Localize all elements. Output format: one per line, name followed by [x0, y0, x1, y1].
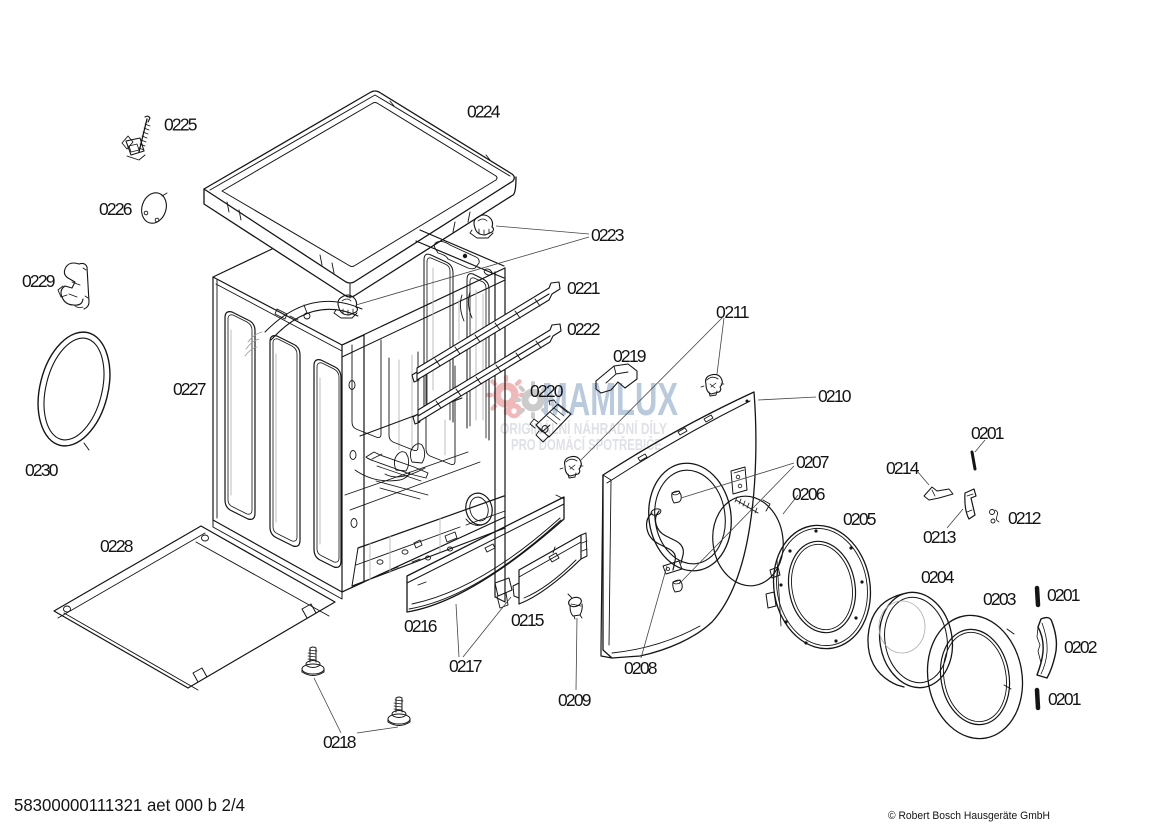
svg-text:PRO DOMÁCÍ SPOTŘEBIČE: PRO DOMÁCÍ SPOTŘEBIČE [511, 436, 662, 454]
svg-text:0224: 0224 [467, 102, 501, 122]
svg-text:0221: 0221 [567, 278, 601, 298]
svg-text:0219: 0219 [613, 346, 647, 366]
svg-text:0229: 0229 [22, 271, 56, 291]
svg-text:58300000111321 aet 000 b 2/4: 58300000111321 aet 000 b 2/4 [14, 795, 245, 815]
svg-text:0225: 0225 [164, 115, 198, 135]
svg-text:ORIGINÁLNÍ NÁHRADNÍ DÍLY: ORIGINÁLNÍ NÁHRADNÍ DÍLY [500, 421, 668, 438]
svg-text:0211: 0211 [716, 302, 750, 322]
svg-text:0207: 0207 [796, 452, 830, 472]
svg-text:0213: 0213 [923, 527, 957, 547]
svg-text:MAMLUX: MAMLUX [542, 373, 678, 425]
svg-text:0201: 0201 [971, 423, 1005, 443]
svg-text:0218: 0218 [323, 732, 357, 752]
svg-text:0217: 0217 [449, 656, 483, 676]
svg-text:0206: 0206 [792, 484, 826, 504]
svg-text:0220: 0220 [530, 381, 564, 401]
svg-text:0204: 0204 [921, 567, 955, 587]
svg-text:0226: 0226 [99, 199, 133, 219]
svg-text:0227: 0227 [173, 379, 207, 399]
svg-text:0202: 0202 [1064, 637, 1098, 657]
svg-text:0209: 0209 [558, 690, 592, 710]
svg-text:0208: 0208 [624, 658, 658, 678]
svg-text:© Robert Bosch Hausgeräte GmbH: © Robert Bosch Hausgeräte GmbH [888, 810, 1050, 822]
svg-text:0223: 0223 [591, 225, 625, 245]
svg-text:0230: 0230 [25, 460, 59, 480]
svg-text:0212: 0212 [1008, 508, 1042, 528]
svg-text:0214: 0214 [886, 458, 920, 478]
svg-text:0205: 0205 [843, 509, 877, 529]
svg-text:0201: 0201 [1047, 585, 1081, 605]
svg-text:0203: 0203 [983, 589, 1017, 609]
svg-text:0228: 0228 [100, 536, 134, 556]
svg-text:0216: 0216 [404, 616, 438, 636]
svg-text:0215: 0215 [511, 610, 545, 630]
svg-text:0210: 0210 [818, 386, 852, 406]
svg-text:0201: 0201 [1048, 689, 1082, 709]
svg-text:0222: 0222 [567, 319, 601, 339]
